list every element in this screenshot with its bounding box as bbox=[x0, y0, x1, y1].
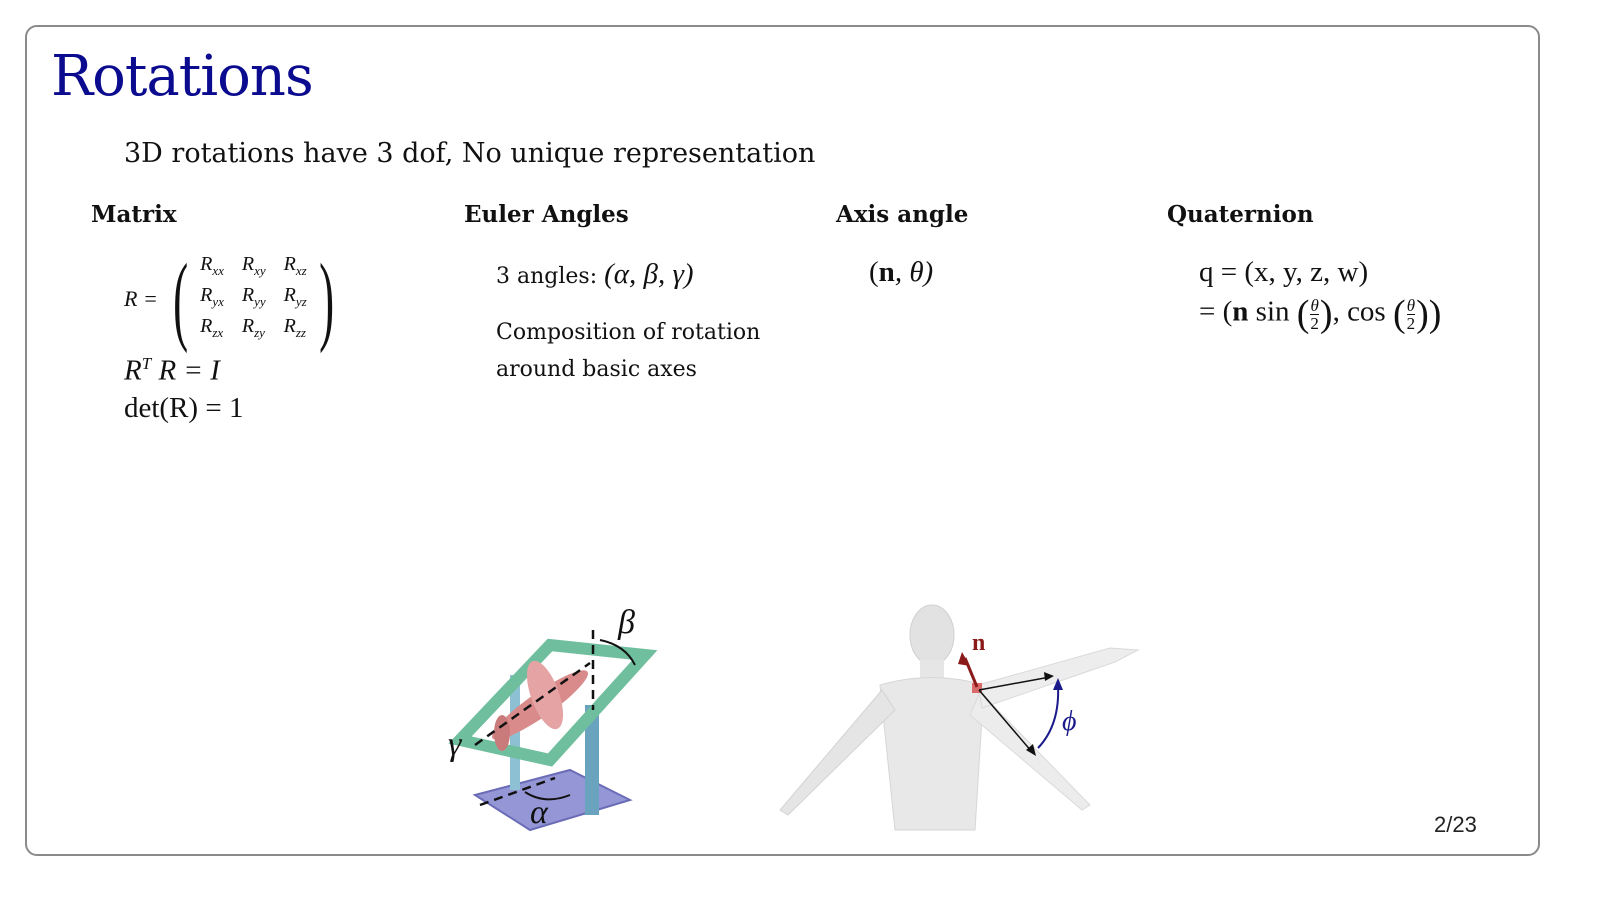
matrix-cell: Rzy bbox=[241, 315, 265, 340]
heading-quaternion: Quaternion bbox=[1167, 201, 1314, 228]
n-arrowhead-icon bbox=[958, 652, 970, 666]
arrowhead-icon bbox=[1044, 672, 1054, 681]
matrix-cell: Rxy bbox=[241, 253, 266, 278]
human-neck bbox=[920, 660, 944, 680]
matrix-cell: Ryy bbox=[241, 284, 266, 309]
raised-arm-vector bbox=[978, 676, 1051, 691]
matrix-left-paren: ( bbox=[172, 242, 188, 354]
lowered-arm-vector bbox=[978, 689, 1033, 753]
plane-wing bbox=[526, 660, 564, 730]
page-number: 2/23 bbox=[1434, 812, 1477, 837]
plane-tail bbox=[494, 715, 510, 751]
alpha-axis bbox=[479, 776, 556, 807]
human-axis-angle-figure: n ϕ bbox=[779, 604, 1140, 831]
rotation-matrix: R = ( Rxx Rxy Rxz Ryx Ryy Ryz Rzx Rzy Rz… bbox=[124, 242, 343, 354]
gamma-label: γ bbox=[448, 726, 463, 763]
matrix-cell: Ryz bbox=[283, 284, 307, 309]
euler-description-line2: around basic axes bbox=[496, 357, 697, 382]
matrix-cell: Ryx bbox=[200, 284, 224, 309]
slide-subtitle: 3D rotations have 3 dof, No unique repre… bbox=[124, 138, 816, 169]
phi-arc bbox=[1037, 684, 1060, 749]
heading-euler-angles: Euler Angles bbox=[464, 201, 629, 228]
human-head bbox=[909, 604, 955, 666]
heading-matrix: Matrix bbox=[91, 201, 177, 228]
slide-title: Rotations bbox=[51, 44, 314, 109]
beta-arc bbox=[599, 639, 636, 666]
slide-frame bbox=[25, 25, 1540, 856]
matrix-cell: Rzz bbox=[283, 315, 306, 340]
heading-axis-angle: Axis angle bbox=[836, 201, 969, 228]
gimbal-post-right bbox=[585, 705, 599, 815]
matrix-cell: Rxz bbox=[283, 253, 307, 278]
phi-label: ϕ bbox=[1062, 706, 1077, 737]
alpha-arc bbox=[524, 791, 571, 801]
matrix-table: Rxx Rxy Rxz Ryx Ryy Ryz Rzx Rzy Rzz bbox=[191, 252, 316, 345]
beta-label: β bbox=[617, 604, 635, 641]
gamma-axis bbox=[474, 661, 591, 747]
shoulder-joint-marker bbox=[972, 683, 982, 693]
euler-description-line1: Composition of rotation bbox=[496, 320, 761, 345]
gimbal-frame bbox=[448, 638, 658, 767]
orthogonality-equation: RT R = I bbox=[124, 354, 220, 387]
human-torso bbox=[879, 677, 985, 831]
n-label: n bbox=[972, 630, 985, 656]
euler-angles-line: 3 angles: (α, β, γ) bbox=[496, 258, 694, 290]
matrix-lhs: R = bbox=[124, 285, 158, 311]
axis-angle-formula: (n, θ) bbox=[869, 256, 934, 288]
arrowhead-icon bbox=[1026, 744, 1036, 756]
determinant-equation: det(R) = 1 bbox=[124, 392, 244, 424]
quaternion-line1: q = (x, y, z, w) bbox=[1199, 256, 1369, 288]
matrix-right-paren: ) bbox=[318, 242, 334, 354]
matrix-cell: Rzx bbox=[200, 315, 224, 340]
human-left-arm bbox=[779, 689, 896, 816]
phi-arrowhead-icon bbox=[1053, 678, 1063, 690]
alpha-label: α bbox=[530, 794, 549, 831]
matrix-cell: Rxx bbox=[200, 253, 224, 278]
gimbal-figure: β γ α bbox=[448, 604, 658, 832]
